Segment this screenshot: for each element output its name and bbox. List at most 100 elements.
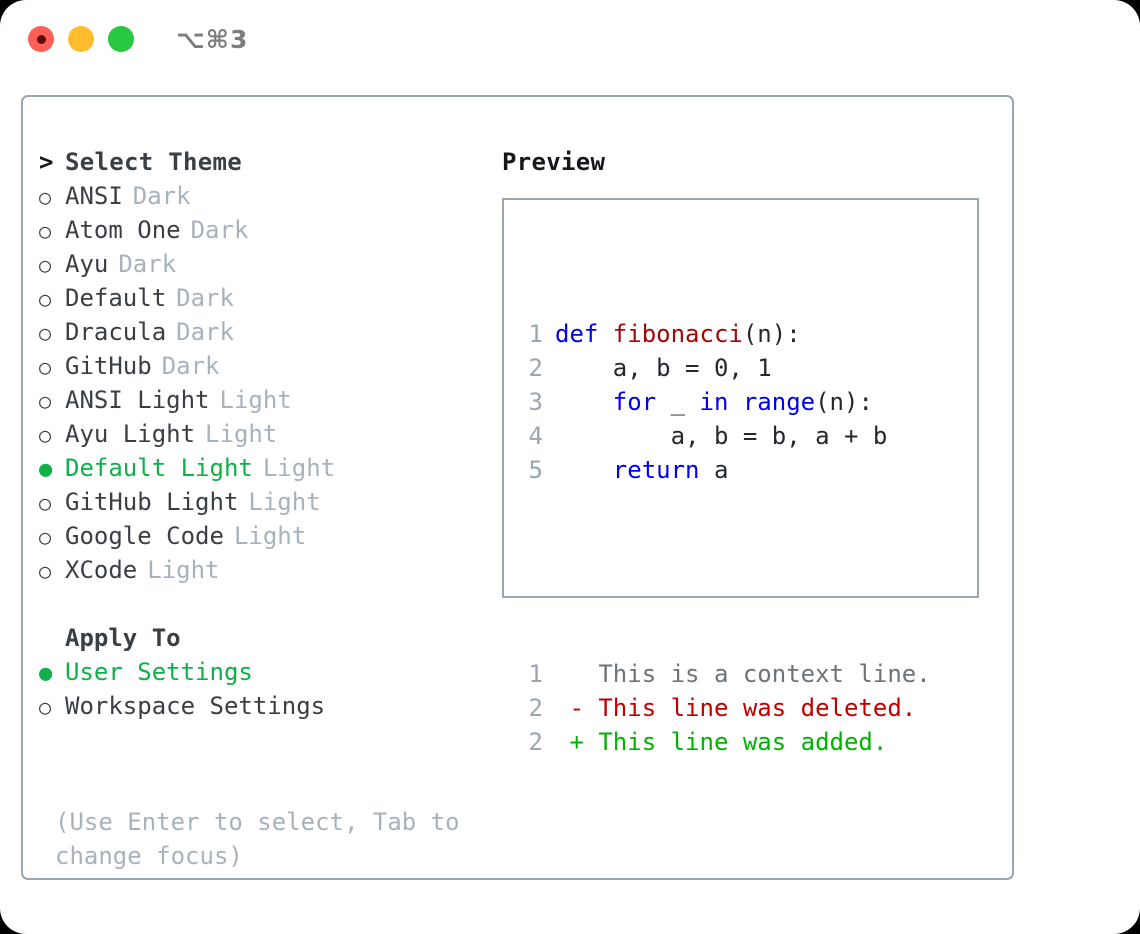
- close-button-icon[interactable]: [28, 26, 54, 52]
- theme-variant-badge: Light: [248, 488, 321, 516]
- diff-line-ctx: 1 This is a context line.: [517, 657, 931, 691]
- diff-line-text: + This line was added.: [555, 728, 888, 756]
- theme-variant-badge: Light: [219, 386, 292, 414]
- line-number: 2: [528, 354, 543, 382]
- line-number: 1: [528, 320, 543, 348]
- radio-unselected-icon: ○: [39, 321, 52, 345]
- theme-option-label: XCode: [65, 556, 138, 584]
- preview-box: 1 def fibonacci(n): 2 a, b = 0, 1 3 for _ i…: [502, 198, 979, 756]
- theme-option-xcode[interactable]: ○ XCode Light: [39, 553, 489, 587]
- apply-to-title: Apply To: [65, 624, 181, 652]
- maximize-button-icon[interactable]: [108, 26, 134, 52]
- theme-variant-badge: Light: [205, 420, 278, 448]
- line-number: 4: [528, 422, 543, 450]
- apply-to-header-indent: [39, 622, 65, 656]
- theme-option-label: Default Light: [65, 454, 253, 482]
- code-token-plain: a, b = b, a + b: [555, 422, 888, 450]
- diff-line-text: This is a context line.: [555, 660, 931, 688]
- code-token-plain: (n):: [742, 320, 801, 348]
- minimize-button-icon[interactable]: [68, 26, 94, 52]
- code-token-kw: in range: [699, 388, 816, 416]
- diff-line-add: 2 + This line was added.: [517, 725, 931, 759]
- code-token-kw: for: [555, 388, 671, 416]
- code-token-kw: return: [555, 456, 714, 484]
- line-number: 2: [528, 728, 543, 756]
- select-theme-header: > Select Theme: [39, 145, 489, 179]
- theme-option-label: Atom One: [65, 216, 181, 244]
- code-line: 5 return a: [517, 453, 931, 487]
- theme-option-ayu-light[interactable]: ○ Ayu Light Light: [39, 417, 489, 451]
- theme-variant-badge: Dark: [161, 352, 220, 380]
- theme-option-label: Google Code: [65, 522, 224, 550]
- radio-unselected-icon: ○: [39, 491, 52, 515]
- apply-to-option-user-settings[interactable]: ●User Settings: [39, 655, 489, 689]
- theme-variant-badge: Light: [262, 454, 336, 482]
- code-line: 1 def fibonacci(n):: [517, 317, 931, 351]
- line-number: 5: [528, 456, 543, 484]
- apply-to-option-label: Workspace Settings: [65, 692, 326, 720]
- traffic-light-group: [28, 26, 134, 52]
- apply-to-option-workspace-settings[interactable]: ○ Workspace Settings: [39, 689, 489, 723]
- line-number: 2: [528, 694, 543, 722]
- radio-unselected-icon: ○: [39, 219, 52, 243]
- keyboard-shortcut-label: ⌥⌘3: [176, 24, 249, 54]
- code-token-kw: def: [555, 320, 613, 348]
- radio-unselected-icon: ○: [39, 185, 52, 209]
- radio-unselected-icon: ○: [39, 525, 52, 549]
- preview-title: Preview: [502, 148, 606, 176]
- radio-unselected-icon: ○: [39, 287, 52, 311]
- code-line: 3 for _ in range(n):: [517, 385, 931, 419]
- theme-option-default-light[interactable]: ● Default Light Light: [39, 451, 489, 485]
- theme-option-default[interactable]: ○ Default Dark: [39, 281, 489, 315]
- theme-option-dracula[interactable]: ○ Dracula Dark: [39, 315, 489, 349]
- theme-option-label: ANSI: [65, 182, 123, 210]
- diff-line-del: 2 - This line was deleted.: [517, 691, 931, 725]
- theme-option-github-light[interactable]: ○ GitHub Light Light: [39, 485, 489, 519]
- line-number: 1: [528, 660, 543, 688]
- theme-option-ansi-light[interactable]: ○ ANSI Light Light: [39, 383, 489, 417]
- code-line: 4 a, b = b, a + b: [517, 419, 931, 453]
- select-theme-title: Select Theme: [65, 148, 242, 176]
- theme-option-ansi[interactable]: ○ ANSI Dark: [39, 179, 489, 213]
- theme-variant-badge: Light: [147, 556, 220, 584]
- theme-variant-badge: Dark: [132, 182, 191, 210]
- radio-selected-icon: ●: [39, 457, 53, 482]
- code-token-fn: fibonacci: [612, 320, 743, 348]
- radio-unselected-icon: ○: [39, 253, 52, 277]
- apply-to-header: Apply To: [39, 621, 489, 655]
- preview-column: Preview 1 def fibonacci(n): 2 a, b = 0, 1 3…: [502, 145, 1002, 756]
- diff-line-text: - This line was deleted.: [555, 694, 917, 722]
- theme-variant-badge: Dark: [176, 284, 234, 312]
- theme-option-label: GitHub Light: [65, 488, 239, 516]
- preview-code: 1 def fibonacci(n): 2 a, b = 0, 1 3 for _ i…: [517, 249, 931, 827]
- radio-unselected-icon: ○: [39, 389, 52, 413]
- theme-option-label: Ayu: [65, 250, 109, 278]
- theme-option-label: ANSI Light: [65, 386, 210, 414]
- code-blank-line: [517, 555, 931, 589]
- radio-unselected-icon: ○: [39, 423, 52, 447]
- theme-option-label: GitHub: [65, 352, 152, 380]
- radio-unselected-icon: ○: [39, 559, 52, 583]
- theme-variant-badge: Dark: [176, 318, 234, 346]
- code-token-plain: a: [713, 456, 729, 484]
- apply-to-option-list: ●User Settings ○ Workspace Settings: [39, 655, 489, 723]
- line-number: 3: [528, 388, 543, 416]
- code-token-plain: a, b = 0, 1: [555, 354, 772, 382]
- theme-option-label: Dracula: [65, 318, 167, 346]
- title-bar: ⌥⌘3: [0, 0, 1140, 78]
- theme-option-label: Ayu Light: [65, 420, 196, 448]
- code-sample-block: 1 def fibonacci(n): 2 a, b = 0, 1 3 for _ i…: [517, 317, 931, 487]
- radio-unselected-icon: ○: [39, 695, 52, 719]
- theme-option-label: Default: [65, 284, 167, 312]
- prompt-caret-icon: >: [39, 148, 54, 176]
- code-token-plain: _: [670, 388, 700, 416]
